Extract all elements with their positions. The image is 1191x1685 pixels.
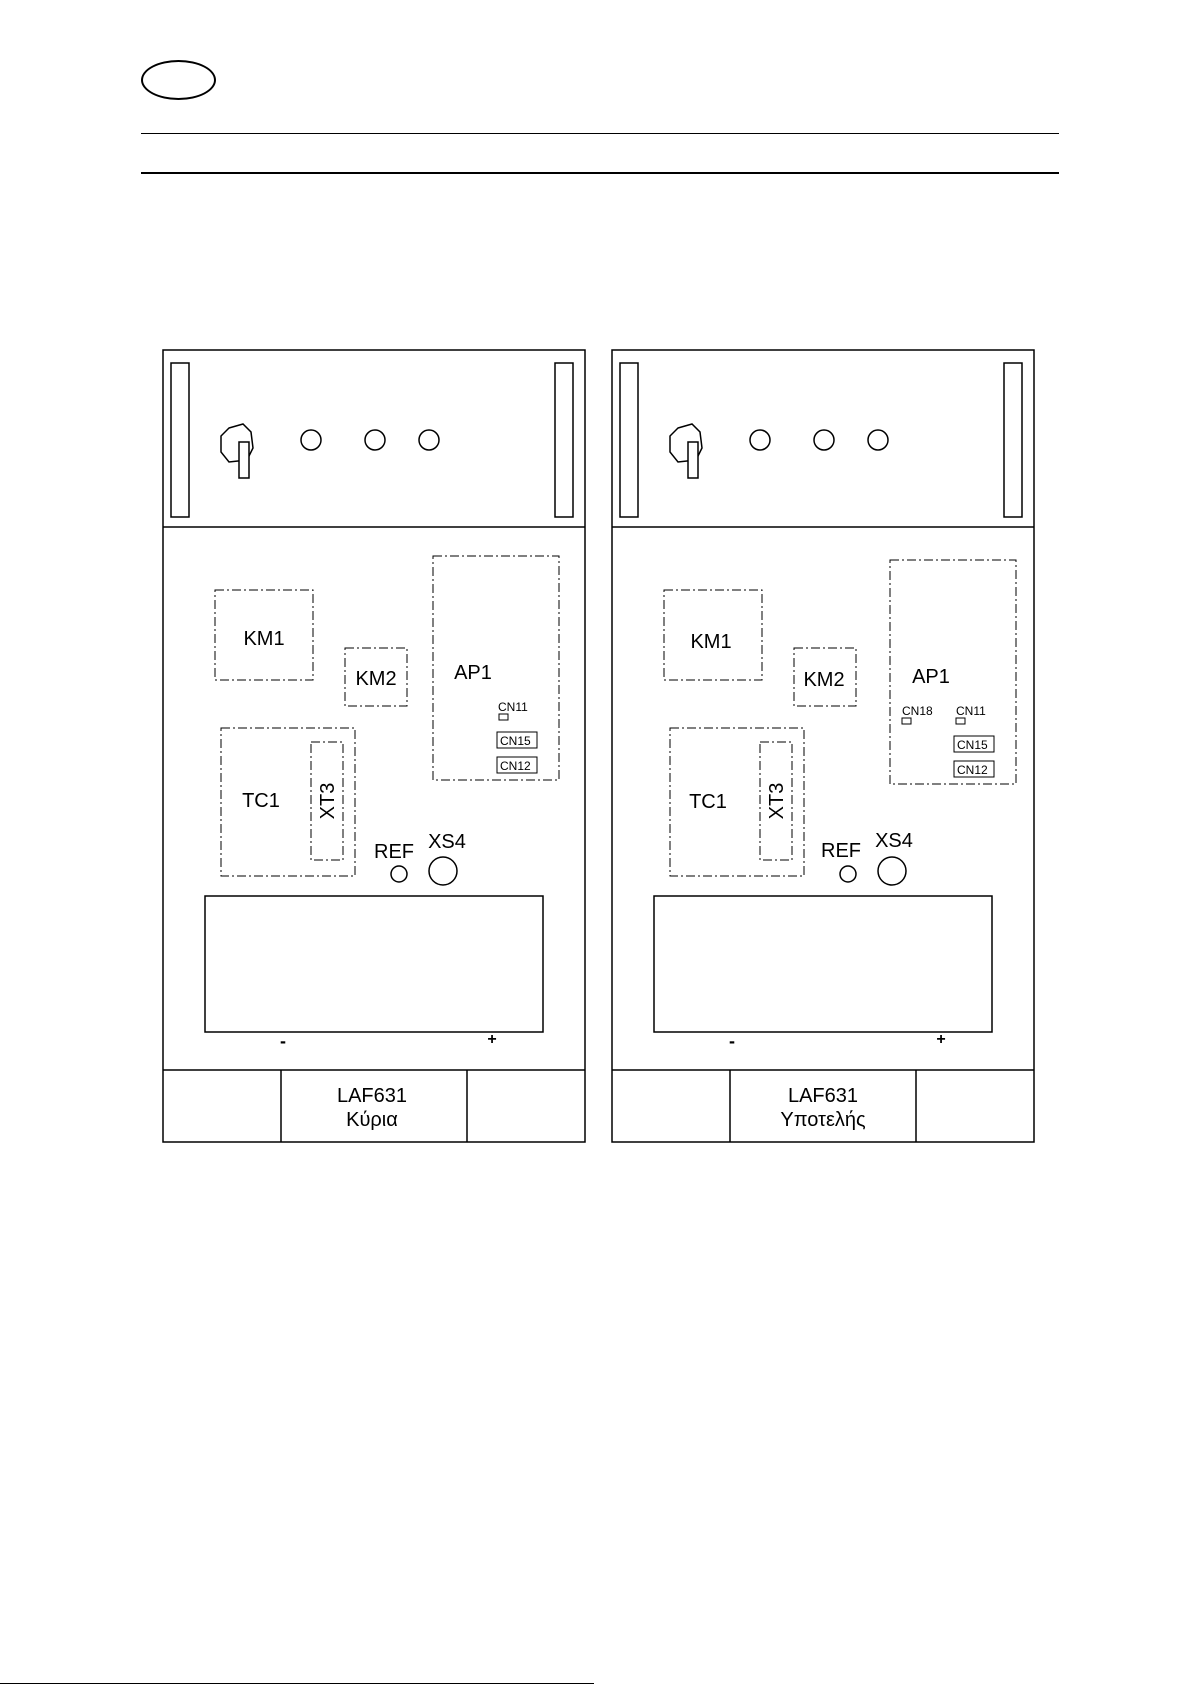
ap1-label: AP1 [454,662,492,684]
km2-label: KM2 [355,668,396,690]
xt3-label: XT3 [317,783,339,820]
unit-model-label: LAF631 [788,1085,858,1107]
ref-label: REF [821,840,861,862]
cn11-connector [956,718,965,724]
footer-rule [0,1683,594,1684]
unit-model-label: LAF631 [337,1085,407,1107]
xs4-label: XS4 [875,830,913,852]
km2-label: KM2 [803,669,844,691]
ref-label: REF [374,841,414,863]
ap1-label: AP1 [912,666,950,688]
cn15-label: CN15 [500,734,531,748]
cn12-label: CN12 [957,763,988,777]
tc1-label: TC1 [689,791,727,813]
cn18-connector [902,718,911,724]
xs4-label: XS4 [428,831,466,853]
ap1-board [433,556,559,780]
terminal-plus-label: + [936,1031,945,1048]
cn12-label: CN12 [500,759,531,773]
unit-role-label: Υποτελής [780,1109,866,1131]
cn15-label: CN15 [957,738,988,752]
ap1-board [890,560,1016,784]
unit-right: KM1 KM2 AP1 CN18 CN11 CN15 CN12 TC1 XT3 … [612,350,1034,1142]
terminal-minus-label: - [729,1031,735,1051]
unit-role-label: Κύρια [346,1109,398,1131]
cn11-label: CN11 [498,700,528,714]
unit-left: KM1 KM2 AP1 CN11 CN15 CN12 TC1 XT3 REF X… [163,350,585,1142]
tc1-label: TC1 [242,790,280,812]
terminal-minus-label: - [280,1031,286,1051]
terminal-plus-label: + [487,1031,496,1048]
cn18-label: CN18 [902,704,933,718]
cn11-connector [499,714,508,720]
km1-label: KM1 [243,628,284,650]
cn11-label: CN11 [956,704,986,718]
km1-label: KM1 [690,631,731,653]
xt3-label: XT3 [766,783,788,820]
